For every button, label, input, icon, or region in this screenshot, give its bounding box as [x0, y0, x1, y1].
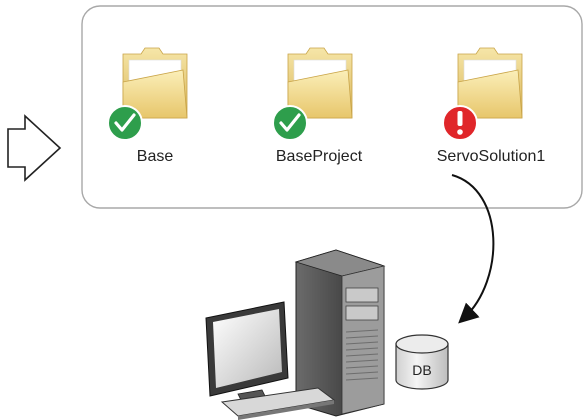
folder-icon: [287, 47, 353, 119]
computer-icon: [205, 249, 386, 420]
outline-arrow-icon: [7, 114, 62, 182]
database-label: DB: [412, 362, 432, 378]
transfer-arrow: [451, 174, 495, 324]
folder-base[interactable]: [107, 47, 188, 141]
folder-label-servosolution1: ServoSolution1: [436, 148, 546, 165]
exclamation-icon: [442, 105, 478, 141]
check-icon: [272, 105, 308, 141]
folder-label-baseproject: BaseProject: [275, 148, 363, 165]
check-icon: [107, 105, 143, 141]
folder-servosolution1[interactable]: [442, 47, 523, 141]
keyboard-icon: [220, 387, 336, 420]
folder-icon: [457, 47, 523, 119]
monitor-icon: [205, 301, 289, 407]
tower-icon: [294, 249, 386, 417]
database-icon: [395, 334, 449, 390]
folder-label-base: Base: [136, 148, 174, 165]
folder-baseproject[interactable]: [272, 47, 353, 141]
